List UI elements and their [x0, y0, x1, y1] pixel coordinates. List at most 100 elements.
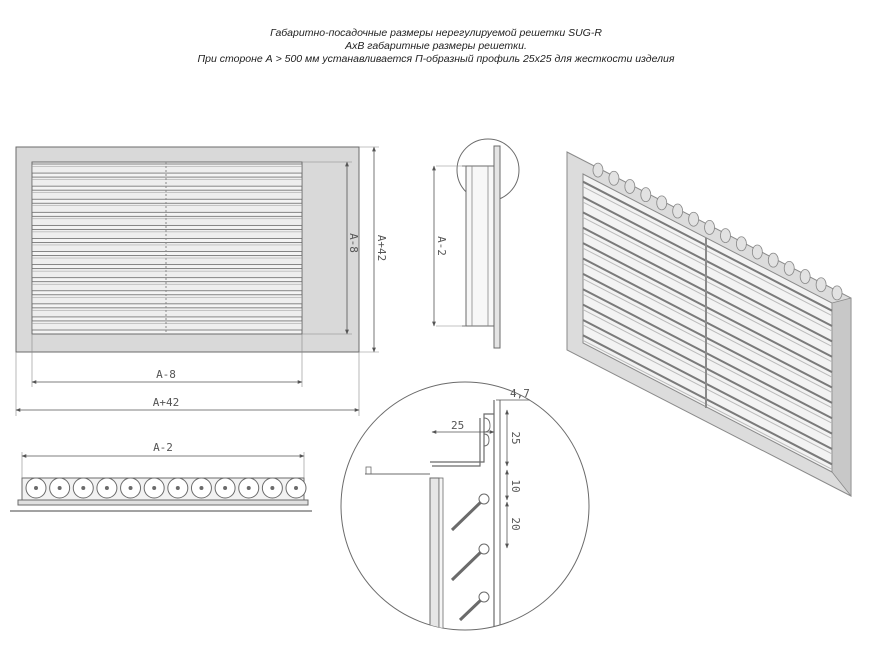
louver-slat [31, 294, 303, 305]
blade-axis [152, 486, 157, 490]
iso-slat [582, 196, 833, 327]
detail-circle [340, 381, 590, 631]
iso-slat [582, 257, 833, 389]
caption-note: При стороне А > 500 мм устанавливается П… [197, 53, 675, 65]
iso-blade-end [736, 236, 747, 252]
top-view: A-2 [10, 441, 312, 512]
detail-view: 4,7 25 25 10 20 [340, 381, 590, 631]
iso-slat-shadow [582, 293, 833, 424]
iso-blade-end [767, 252, 779, 268]
iso-blade-end [656, 195, 668, 211]
frame-inner [438, 477, 444, 630]
iso-slat [582, 288, 833, 420]
iso-blade-end [831, 285, 843, 301]
louver-set [31, 163, 303, 331]
blade-axis [128, 486, 133, 490]
louver-slat [31, 189, 303, 200]
wall-mark [365, 466, 372, 475]
iso-slat-shadow [582, 278, 833, 409]
blade-axis [57, 486, 62, 490]
iso-blade-end [688, 211, 699, 227]
dim-label-width-inner: A-8 [156, 368, 176, 381]
isometric-view [566, 151, 852, 498]
iso-blade-end [751, 244, 763, 260]
dim-label-height-inner: A-8 [347, 233, 360, 253]
iso-blade-ends [592, 162, 843, 301]
iso-slat-shadow [582, 324, 833, 455]
blade-axis [175, 486, 180, 490]
iso-blade-end [815, 277, 827, 293]
iso-blade-end [799, 269, 811, 284]
iso-slat [582, 211, 833, 343]
iso-slat [582, 180, 833, 312]
louver-slat [31, 255, 303, 266]
side-view: A-2 [432, 138, 520, 349]
blade-set [25, 477, 307, 499]
side-flange [493, 145, 501, 349]
dim-label-profile-height: 25 [509, 431, 522, 444]
dim-label-pitch: 20 [509, 517, 522, 530]
iso-blade-end [608, 170, 620, 186]
blade-axis [270, 486, 275, 490]
frame-section [429, 477, 440, 630]
louver-blade [450, 543, 490, 582]
blade-axis [104, 486, 109, 490]
iso-slat [582, 319, 833, 450]
dim-label-side-height: A-2 [435, 236, 448, 256]
iso-slat-shadow [582, 232, 833, 363]
iso-blade-end [704, 220, 715, 235]
louver-slat [31, 215, 303, 226]
louver-blade [450, 493, 490, 532]
drawing-caption: Габаритно-посадочные размеры нерегулируе… [0, 27, 872, 66]
caption-title: Габаритно-посадочные размеры нерегулируе… [270, 27, 602, 39]
iso-blade-end [592, 162, 604, 178]
dim-label-gap: 10 [509, 479, 522, 492]
louver-slat [31, 163, 303, 174]
iso-blade-end [624, 179, 636, 194]
iso-blade-end [640, 187, 652, 203]
blade-axis [223, 486, 228, 490]
iso-blade-end [720, 228, 731, 243]
louver-slat [31, 281, 303, 292]
iso-side [831, 297, 852, 498]
louver-blade [458, 591, 490, 622]
side-body [465, 165, 495, 327]
dim-label-height-outer: A+42 [375, 235, 388, 262]
louver-slat [31, 307, 303, 318]
iso-slat-shadow [582, 309, 833, 440]
dim-label-width-outer: A+42 [153, 396, 180, 409]
u-profile [430, 413, 494, 467]
iso-slat [582, 334, 833, 466]
iso-slat-shadow [582, 247, 833, 378]
louver-slat [31, 228, 303, 239]
louver-slat [31, 320, 303, 331]
iso-louver-set [582, 180, 833, 470]
louver-slat [31, 268, 303, 279]
iso-blade-end [783, 260, 795, 276]
caption-subtitle: AxB габаритные размеры решетки. [345, 40, 527, 52]
iso-slat [582, 303, 833, 435]
blade-axis [294, 486, 298, 490]
top-flange [17, 499, 309, 506]
iso-blade-end [672, 203, 684, 219]
iso-slat [582, 226, 833, 358]
louver-slat [31, 202, 303, 213]
iso-slat [582, 242, 833, 374]
blade-axis [199, 486, 204, 490]
iso-slat [582, 272, 833, 404]
iso-slat-shadow [582, 263, 833, 393]
front-view: A-8 A+42 A-8 A+42 [15, 146, 388, 416]
louver-slat [31, 242, 303, 252]
dim-label-top-width: A-2 [153, 441, 173, 454]
iso-slat-shadow [582, 216, 833, 347]
dim-label-detail-top: 4,7 [510, 387, 530, 400]
iso-slat-shadow [582, 186, 833, 317]
blade-axis [81, 486, 86, 490]
blade-axis [34, 486, 38, 490]
iso-slat-shadow [582, 201, 833, 332]
louver-slat [31, 176, 303, 187]
blade-axis [246, 486, 251, 490]
iso-slat-shadow [582, 339, 833, 470]
dim-label-profile-width: 25 [451, 419, 464, 432]
